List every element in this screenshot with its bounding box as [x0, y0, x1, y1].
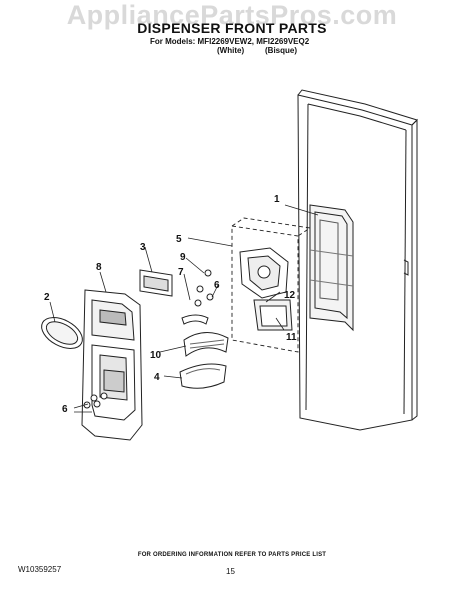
bracket — [181, 314, 209, 325]
callout-12: 12 — [284, 290, 296, 301]
leader-lines — [49, 204, 319, 413]
callout-7: 7 — [178, 267, 184, 278]
screws — [83, 269, 214, 409]
callout-1: 1 — [274, 194, 280, 205]
ordering-note: FOR ORDERING INFORMATION REFER TO PARTS … — [137, 552, 327, 558]
dispenser-housing — [239, 247, 293, 331]
callout-5: 5 — [176, 234, 182, 245]
callout-4: 4 — [154, 372, 160, 383]
assembly-box — [231, 217, 312, 353]
callout-11: 11 — [286, 332, 297, 343]
document-number: W10359257 — [18, 565, 62, 574]
variant-bisque: (Bisque) — [265, 46, 297, 55]
grille — [183, 332, 229, 357]
front-bezel — [81, 289, 143, 441]
variant-white: (White) — [217, 46, 245, 55]
page-title: DISPENSER FRONT PARTS — [137, 20, 327, 36]
door-panel — [297, 89, 418, 431]
drip-tray — [179, 363, 227, 389]
callout-labels: 1 2 3 4 5 6 7 8 9 10 11 12 6 6 — [44, 194, 297, 415]
model-list: For Models: MFI2269VEW2, MFI2269VEQ2 — [150, 37, 310, 46]
callout-2: 2 — [44, 292, 50, 303]
control-board — [139, 269, 173, 297]
callout-8: 8 — [96, 262, 102, 273]
page-number: 15 — [226, 567, 235, 576]
callout-6-lower: 6 — [62, 404, 68, 415]
callout-3: 3 — [140, 242, 146, 253]
callout-9: 9 — [180, 252, 186, 263]
callout-10: 10 — [150, 350, 162, 361]
oval-cover — [41, 317, 83, 349]
callout-6: 6 — [214, 280, 220, 291]
watermark: AppliancePartsPros.com — [66, 0, 398, 30]
